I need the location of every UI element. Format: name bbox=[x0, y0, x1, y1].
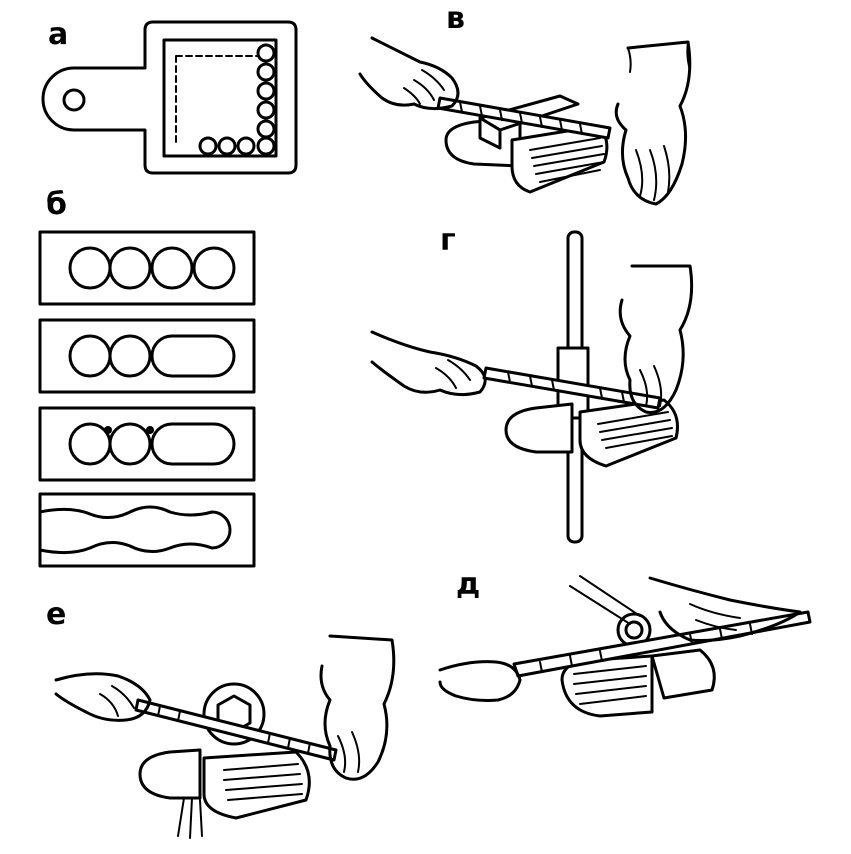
jaw-serrations bbox=[529, 137, 605, 183]
vise-jaw-left-e bbox=[138, 748, 202, 800]
strip-3-marked-bridges bbox=[38, 406, 256, 482]
right-hand-fingers bbox=[635, 145, 671, 201]
strip-1-four-holes bbox=[38, 230, 256, 306]
left-hand-e-fingers bbox=[99, 685, 135, 717]
strip-4-rough-slot bbox=[38, 492, 256, 568]
right-hand-e-fingers bbox=[337, 731, 361, 773]
left-hand-fingers bbox=[403, 69, 445, 105]
left-hand-g-fingers bbox=[435, 359, 471, 389]
jaw-serrations-d bbox=[573, 665, 647, 705]
file-teeth-e bbox=[157, 705, 311, 754]
left-hand bbox=[358, 36, 460, 111]
label-d: д bbox=[456, 567, 480, 602]
panel-a-template: а bbox=[41, 17, 298, 175]
ring-hole bbox=[624, 620, 644, 640]
strip-2-holes-and-slot bbox=[38, 318, 256, 394]
label-g: г bbox=[440, 223, 456, 258]
vise-jaw-left-d bbox=[560, 654, 654, 718]
left-hand-e bbox=[54, 672, 152, 722]
template-plate-outline bbox=[41, 20, 298, 175]
left-hand-g bbox=[370, 330, 487, 397]
label-b: б bbox=[46, 187, 67, 222]
drilled-holes-row bbox=[198, 43, 276, 156]
panel-d-filing-oval-hole: д bbox=[438, 567, 812, 718]
left-hand-d bbox=[438, 660, 522, 702]
right-hand-g bbox=[618, 264, 694, 415]
vise-jaw-right-d bbox=[650, 648, 716, 700]
right-hand-g-fingers bbox=[639, 365, 663, 407]
label-e: е bbox=[46, 597, 66, 632]
right-hand-d-fingers bbox=[689, 603, 741, 631]
right-hand-e bbox=[319, 634, 396, 781]
panel-e-filing-hexagon-hole: е bbox=[46, 597, 396, 839]
vise-jaw-right-g bbox=[578, 398, 679, 468]
vise-jaw-base-e bbox=[177, 797, 203, 839]
jaw-serrations-e bbox=[223, 763, 303, 801]
file-teeth-g bbox=[507, 371, 625, 403]
label-a: а bbox=[48, 17, 68, 52]
panel-b-slot-sequence: б bbox=[38, 187, 256, 568]
label-v: в bbox=[446, 1, 465, 36]
vise-jaw-left-g bbox=[504, 402, 574, 454]
jaw-serrations-g bbox=[597, 411, 673, 449]
panel-v-filing-with-guide: в bbox=[358, 1, 692, 206]
guide-block-side bbox=[478, 116, 502, 150]
file-tang-d bbox=[569, 575, 641, 625]
hang-hole bbox=[62, 88, 86, 112]
marking-lines bbox=[175, 55, 259, 147]
panel-g-filing-with-square: г bbox=[370, 223, 694, 544]
right-sleeve bbox=[627, 41, 691, 73]
right-hand bbox=[614, 40, 692, 206]
right-hand-d bbox=[648, 576, 802, 642]
file-teeth bbox=[459, 101, 583, 135]
square-opening bbox=[162, 38, 278, 158]
